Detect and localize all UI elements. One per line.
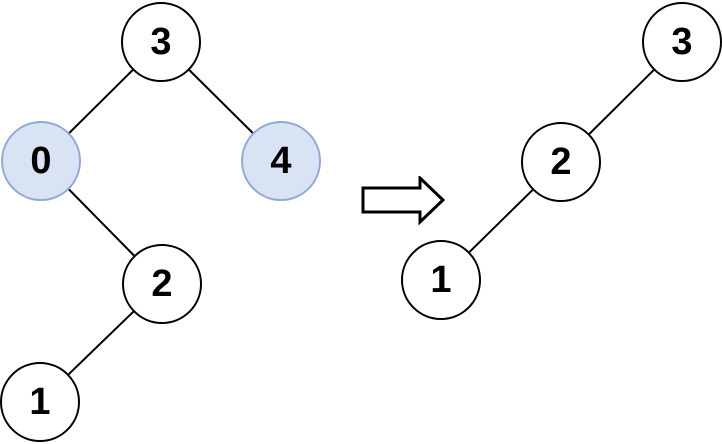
output-tree-node-2: 2 <box>521 122 601 202</box>
right-arrow-icon <box>361 176 446 226</box>
output-tree-node-3: 3 <box>642 2 722 82</box>
output-tree-node-1: 1 <box>401 240 481 320</box>
input-tree-node-0-highlighted: 0 <box>1 121 81 201</box>
input-tree-node-2: 2 <box>122 244 202 324</box>
input-tree-node-1: 1 <box>0 362 80 442</box>
input-tree-node-3: 3 <box>121 2 201 82</box>
input-tree-node-4-highlighted: 4 <box>241 121 321 201</box>
